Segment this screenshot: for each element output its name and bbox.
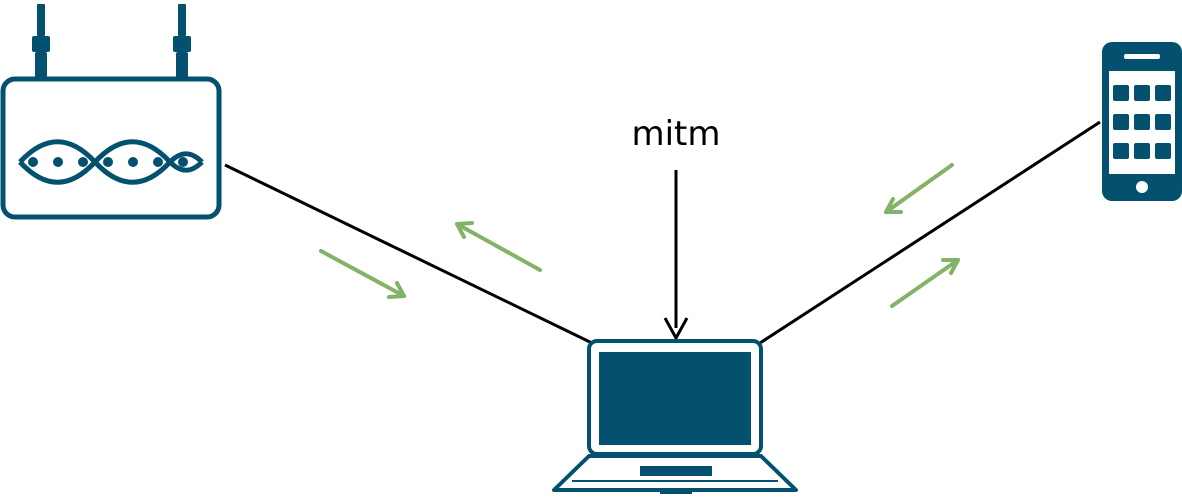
traffic-arrow-laptop-to-phone	[890, 258, 960, 308]
mitm-pointer-arrow	[663, 170, 689, 340]
router-laptop-link	[224, 163, 593, 345]
traffic-arrow-phone-to-laptop	[884, 163, 954, 214]
laptop-icon	[552, 339, 798, 494]
traffic-arrow-laptop-to-router	[455, 221, 542, 272]
wifi-router-icon	[0, 4, 222, 220]
traffic-arrow-router-to-laptop	[319, 249, 406, 299]
mitm-label: mitm	[631, 114, 720, 154]
smartphone-icon	[1102, 42, 1182, 201]
laptop-phone-link	[759, 120, 1101, 345]
